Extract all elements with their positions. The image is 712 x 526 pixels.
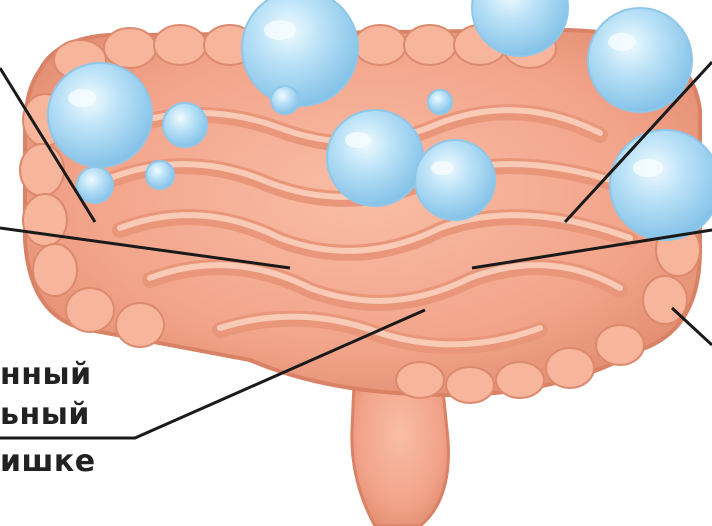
label-line-2: ьный xyxy=(0,398,90,432)
label-line-1: нный xyxy=(0,358,92,392)
label-line-3: ишке xyxy=(0,445,96,479)
